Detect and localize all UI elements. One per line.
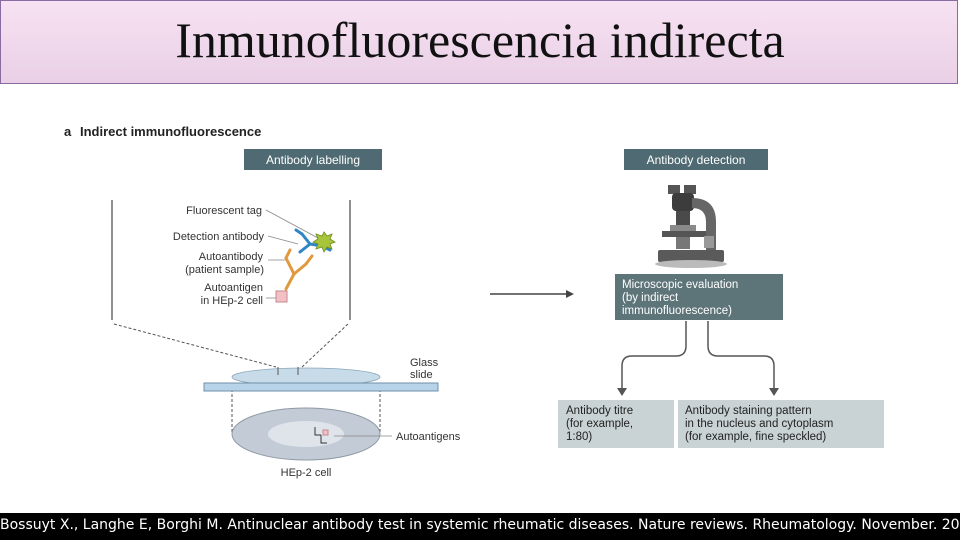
evaluation-line-3: immunofluorescence) [622,305,732,317]
detection-antibody-label: Detection antibody [173,231,265,243]
leader-lines [265,209,319,299]
fluorescent-tag-label: Fluorescent tag [186,205,262,217]
cell-nucleus [268,421,344,447]
glass-slide [203,382,439,392]
evaluation-line-1: Microscopic evaluation [622,279,738,291]
arrowhead-right [769,388,779,396]
indirect-immunofluorescence-diagram: a Indirect immunofluorescence Antibody l… [64,124,884,479]
antibody-titre-box [558,400,674,448]
zoom-guide-lines [113,323,381,434]
panel-letter: a [64,124,72,139]
pattern-line-1: Antibody staining pattern [685,405,812,417]
branch-arrows [621,321,775,388]
panel-title: Indirect immunofluorescence [80,124,261,139]
patient-sample-label: (patient sample) [185,264,264,276]
hep2-cell-caption: HEp-2 cell [281,467,332,479]
title-bar [0,0,958,84]
microscope-icon [655,185,727,268]
glass-label: Glass [410,357,439,369]
microscopic-evaluation-box [615,274,783,320]
titre-line-1: Antibody titre [566,405,633,417]
slide-title: Inmunofluorescencia indirecta [175,12,785,68]
autoantigens-label: Autoantigens [396,431,461,443]
autoantibody-shape [284,248,314,291]
pattern-line-2: in the nucleus and cytoplasm [685,418,833,430]
antibody-detection-label: Antibody detection [647,153,746,167]
slide-label: slide [410,369,433,381]
autoantigen-label: Autoantigen [204,282,263,294]
pattern-line-3: (for example, fine speckled) [685,431,826,443]
titre-line-3: 1:80) [566,431,592,443]
zoom-bracket [111,200,351,320]
staining-pattern-box [678,400,884,448]
evaluation-line-2: (by indirect [622,292,679,304]
citation-bar: Bossuyt X., Langhe E, Borghi M. Antinucl… [0,513,960,540]
autoantigen-square [275,290,288,303]
hep2-cell-label: in HEp-2 cell [201,295,263,307]
antibody-labelling-label: Antibody labelling [266,153,360,167]
fluorescent-tag-star [312,231,336,253]
titre-line-2: (for example, [566,418,633,430]
antibody-labelling-header [244,149,382,170]
arrowhead-left [617,388,627,396]
citation-text: Bossuyt X., Langhe E, Borghi M. Antinucl… [0,517,960,533]
flow-arrow [490,290,574,298]
autoantigen-markers [314,427,329,444]
antibody-detection-header [624,149,768,170]
autoantibody-label: Autoantibody [199,251,264,263]
